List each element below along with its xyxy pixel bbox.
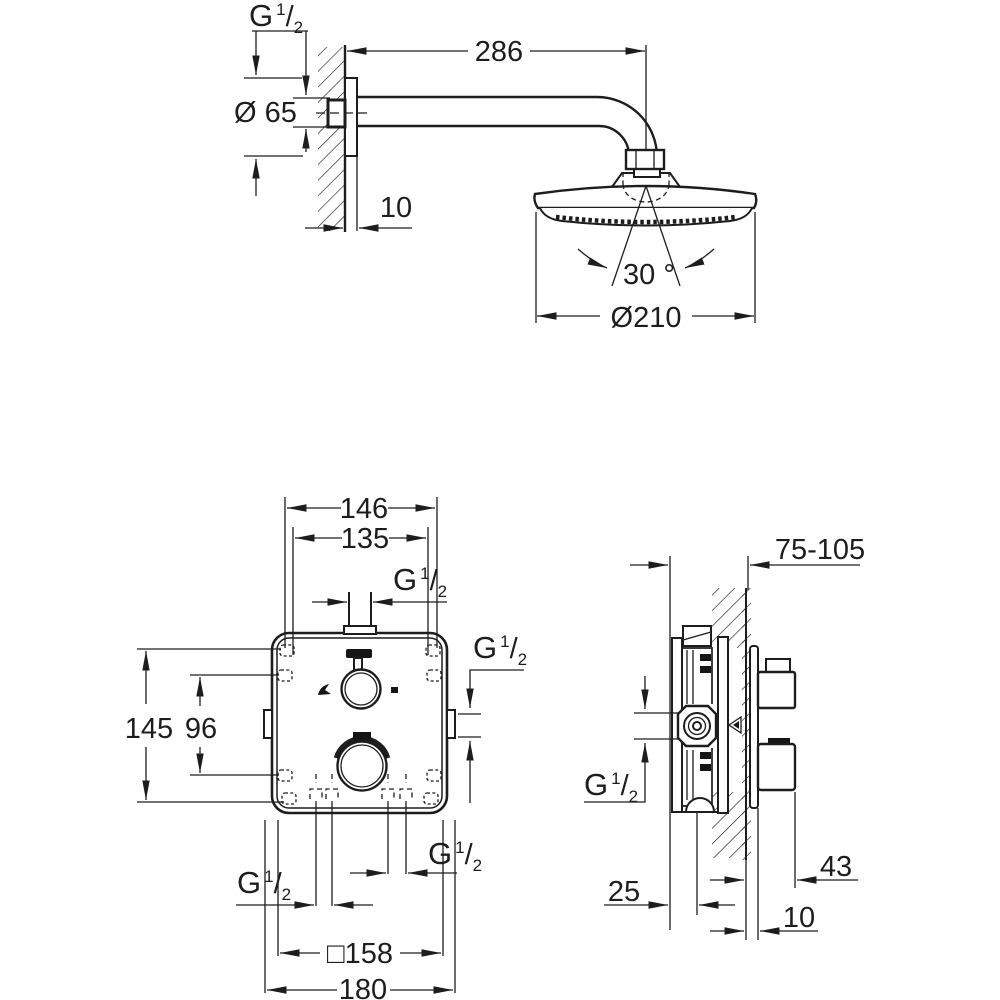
wall-surface (742, 588, 751, 860)
dim-trim-projection-label: 43 (820, 851, 852, 883)
dim-height-145-label: 145 (125, 713, 173, 745)
dim-swivel-angle: 30 ° (577, 185, 715, 291)
dim-overall-width-180: 180 (264, 820, 456, 1000)
dim-arm-length-label: 286 (475, 36, 523, 68)
dim-overall-width-label: 180 (339, 974, 387, 1000)
dim-height-145: 145 (125, 648, 284, 803)
dim-height-96-label: 96 (185, 713, 217, 745)
box-body (263, 592, 456, 815)
thermostat-valve (333, 732, 391, 792)
arm-nut (624, 148, 666, 171)
arm-wall-flange (316, 77, 370, 231)
bottom-hidden-ports (309, 774, 413, 799)
mounting-plate (717, 636, 729, 814)
dim-flange-diameter-label: Ø 65 (234, 97, 297, 129)
dim-body-depth-label: 25 (608, 876, 640, 908)
dim-finish-thickness-10: 10 (710, 902, 818, 935)
wall-surface-ticks (742, 588, 751, 860)
diverter-knob-body (756, 670, 797, 710)
head-shower-icon (391, 687, 398, 693)
dim-head-diameter-label: Ø210 (611, 302, 682, 334)
hand-shower-icon (318, 684, 331, 695)
bottom-outlet-bump (685, 797, 715, 813)
dim-install-depth-label: 75-105 (775, 534, 865, 566)
side-port-left (263, 709, 273, 739)
wall-hatching (712, 588, 745, 858)
diverter-valve (318, 649, 398, 710)
dim-box-square-label: □158 (327, 938, 393, 970)
dim-flange-depth-label: 10 (380, 192, 412, 224)
dim-trim-projection-43: 43 (710, 851, 858, 884)
dim-finish-thickness-label: 10 (783, 902, 815, 934)
dim-install-depth: 75-105 (630, 534, 865, 569)
dim-flange-depth: 10 (305, 192, 412, 232)
dim-width-146: 146 (284, 493, 438, 648)
dim-width-135-label: 135 (341, 523, 389, 555)
spray-nozzle-band (555, 214, 737, 225)
dim-box-square-158: □158 (277, 820, 444, 970)
dim-height-96: 96 (185, 674, 279, 776)
thermostat-knob-grip (768, 738, 790, 744)
cover-plate (749, 645, 759, 809)
dim-body-depth-25: 25 (604, 876, 735, 909)
thermostat-knob-body (756, 742, 797, 792)
trim-section (749, 645, 797, 809)
thermostat-tab (353, 732, 371, 740)
top-pipe-stub (348, 592, 372, 626)
extension-lines (669, 556, 796, 940)
dim-width-146-label: 146 (340, 493, 388, 525)
head-crown (533, 184, 758, 210)
side-port-right (446, 709, 456, 739)
dim-head-diameter: Ø210 (535, 212, 756, 334)
wall-section (318, 45, 347, 232)
dim-flange-diameter: Ø 65 (234, 97, 303, 196)
diverter-handle (346, 649, 372, 658)
valve-body-section (671, 625, 742, 814)
dim-arm-length: 286 (347, 36, 645, 68)
dim-width-135: 135 (292, 523, 429, 655)
shower-head (533, 148, 758, 227)
ball-joint-hidden-outline (622, 172, 670, 203)
dim-swivel-angle-label: 30 ° (623, 259, 675, 291)
